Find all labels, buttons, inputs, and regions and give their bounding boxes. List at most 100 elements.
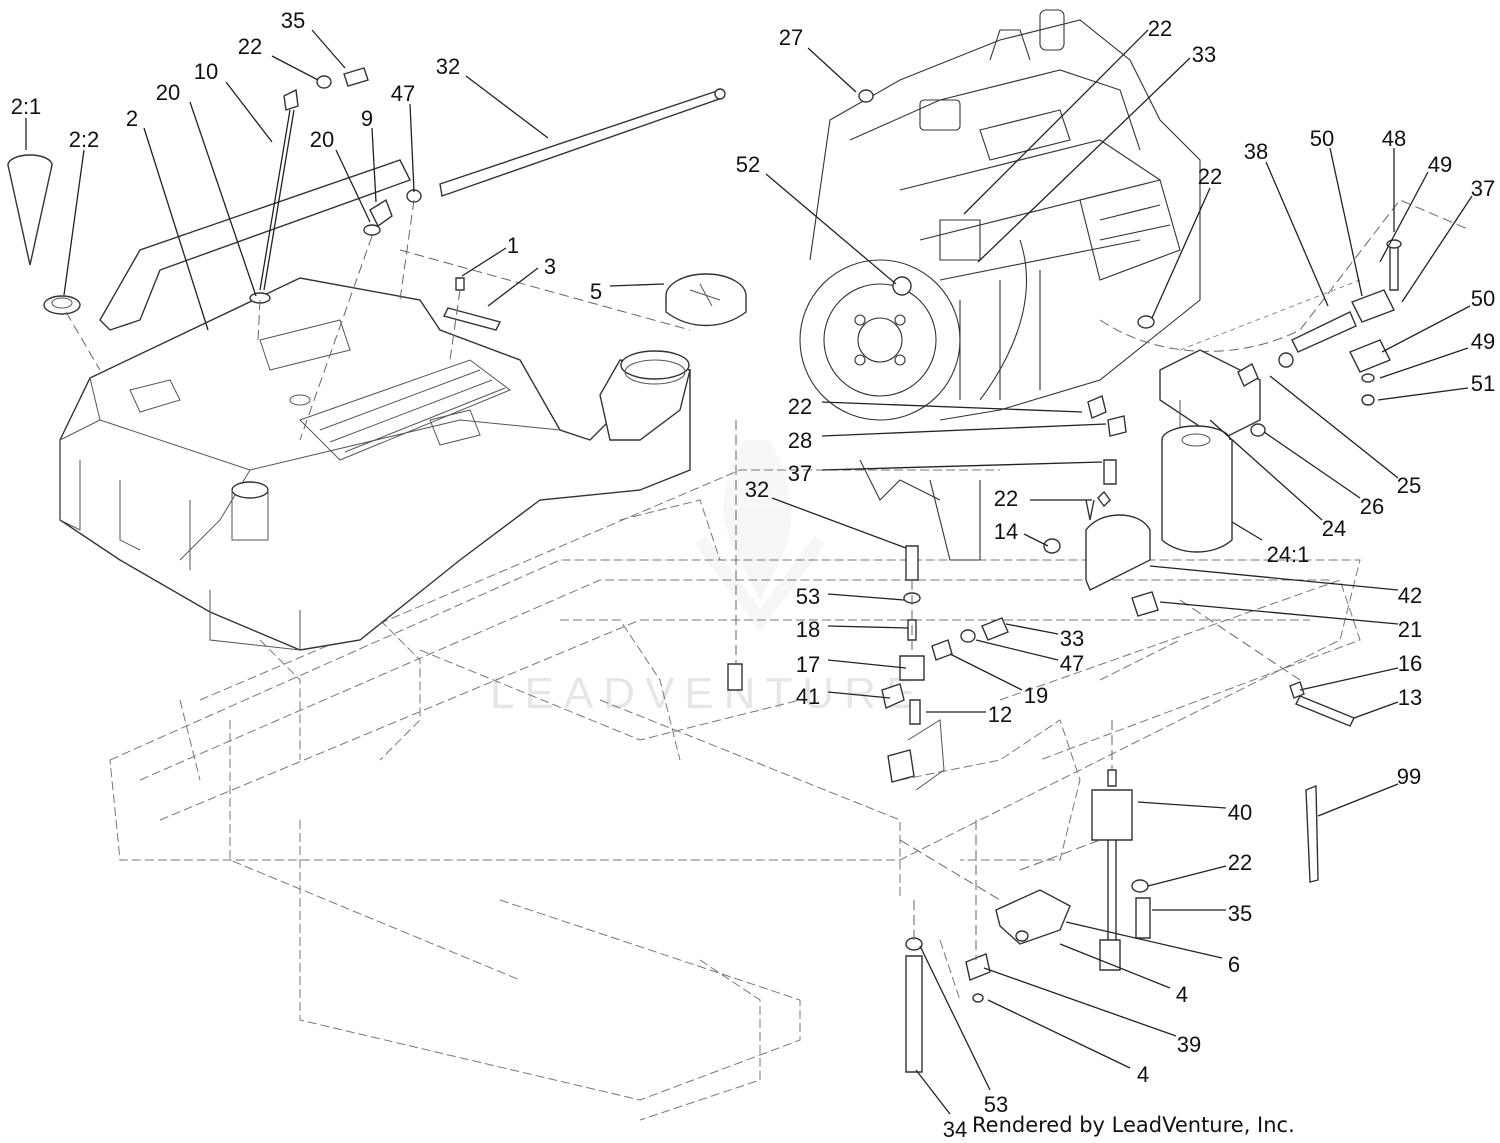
callout-label: 28 xyxy=(788,428,812,453)
callout-leader-line xyxy=(827,659,907,669)
inline-filter xyxy=(905,681,1355,1073)
callout-label: 2:1 xyxy=(11,94,42,119)
callout-label: 2:2 xyxy=(69,127,100,152)
callout-label: 47 xyxy=(391,81,415,106)
callout-label: 35 xyxy=(281,8,305,33)
callout-label: 5 xyxy=(590,279,602,304)
callout-leader-line xyxy=(821,401,1083,413)
fuel-cap xyxy=(665,273,747,327)
callout-leader-line xyxy=(371,127,377,203)
fuel-tank xyxy=(59,277,691,651)
callout-leader-line xyxy=(1209,419,1323,521)
callout-leader-line xyxy=(1269,375,1399,479)
callout-label: 6 xyxy=(1228,952,1240,977)
callout-label: 32 xyxy=(745,477,769,502)
callout-label: 3 xyxy=(544,254,556,279)
callout-label: 27 xyxy=(779,25,803,50)
callout-leader-line xyxy=(827,593,905,601)
tank-bracket xyxy=(99,159,411,331)
callout-label: 22 xyxy=(1198,164,1222,189)
callout-leader-line xyxy=(1377,387,1469,401)
callout-label: 13 xyxy=(1398,685,1422,710)
callout-label: 24 xyxy=(1322,516,1346,541)
callout-leader-line xyxy=(1005,623,1059,635)
callout-leader-line xyxy=(1065,921,1223,959)
tank-strap xyxy=(442,277,502,331)
callout-label: 20 xyxy=(156,80,180,105)
callout-label: 25 xyxy=(1397,473,1421,498)
engine xyxy=(799,9,1201,561)
callout-leader-line xyxy=(143,127,209,331)
callout-leader-line xyxy=(1147,865,1227,887)
callout-leader-line xyxy=(1159,601,1399,625)
callout-leader-line xyxy=(1023,533,1049,547)
callout-label: 39 xyxy=(1177,1032,1201,1057)
footer-credit: Rendered by LeadVenture, Inc. xyxy=(972,1113,1295,1137)
callout-leader-line xyxy=(915,1069,951,1115)
callout-leader-line xyxy=(821,423,1107,437)
callout-leader-line xyxy=(977,57,1191,263)
callout-label: 2 xyxy=(126,106,138,131)
callout-label: 34 xyxy=(943,1117,967,1142)
callout-leader-line xyxy=(765,173,897,285)
callout-label: 37 xyxy=(1471,176,1495,201)
callout-label: 22 xyxy=(788,394,812,419)
callout-label: 53 xyxy=(796,584,820,609)
watermark-text: LEADVENTURE xyxy=(490,669,925,718)
callout-leader-line xyxy=(335,149,371,223)
callout-leader-line xyxy=(1149,565,1399,591)
callout-label: 10 xyxy=(194,59,218,84)
callout-label: 32 xyxy=(436,54,460,79)
callout-leader-line xyxy=(271,55,319,81)
fuel-filter xyxy=(1087,239,1402,553)
callout-label: 12 xyxy=(988,702,1012,727)
callout-label: 33 xyxy=(1060,626,1084,651)
callout-leader-line xyxy=(821,461,1103,471)
fuel-line-upper xyxy=(249,67,726,304)
callout-leader-line xyxy=(1263,431,1361,499)
callout-leader-line xyxy=(1299,667,1399,691)
callout-label: 37 xyxy=(788,461,812,486)
callout-label: 22 xyxy=(1228,850,1252,875)
callout-leader-line xyxy=(827,691,891,699)
callout-leader-line xyxy=(1265,161,1329,307)
callout-leader-line xyxy=(949,653,1023,691)
chassis-frame xyxy=(109,469,1361,1121)
callout-leader-line xyxy=(189,101,257,297)
fuel-strainer xyxy=(7,154,81,315)
callout-label: 19 xyxy=(1024,683,1048,708)
filter-bracket xyxy=(1043,459,1159,617)
callout-label: 33 xyxy=(1192,42,1216,67)
callout-leader-line xyxy=(63,149,85,296)
callout-leader-line xyxy=(461,247,507,277)
callout-label: 51 xyxy=(1471,371,1495,396)
callout-leader-line xyxy=(919,945,991,1091)
callout-label: 50 xyxy=(1471,286,1495,311)
callout-label: 47 xyxy=(1060,651,1084,676)
callout-leader-line xyxy=(1381,305,1471,353)
callout-label: 1 xyxy=(507,233,519,258)
callout-leader-line xyxy=(487,267,539,307)
callout-label: 53 xyxy=(984,1092,1008,1117)
callout-label: 52 xyxy=(736,152,760,177)
callout-label: 99 xyxy=(1397,764,1421,789)
callout-leader-line xyxy=(771,497,907,549)
callout-leader-line xyxy=(1329,147,1363,297)
callout-label: 21 xyxy=(1398,617,1422,642)
callout-leader-line xyxy=(1137,801,1227,809)
callout-leader-line xyxy=(609,283,665,287)
callout-leader-line xyxy=(311,29,346,69)
callout-label: 22 xyxy=(994,486,1018,511)
callout-label: 4 xyxy=(1176,982,1188,1007)
callout-leader-line xyxy=(1317,783,1399,817)
callout-label: 24:1 xyxy=(1267,542,1310,567)
callout-label: 38 xyxy=(1244,139,1268,164)
callout-leader-line xyxy=(465,75,549,139)
callout-label: 49 xyxy=(1471,329,1495,354)
callout-leader-line xyxy=(807,47,857,93)
callout-leader-line xyxy=(963,29,1149,215)
callout-leader-line xyxy=(1151,187,1211,319)
callout-label: 14 xyxy=(994,519,1018,544)
callout-label: 9 xyxy=(361,106,373,131)
